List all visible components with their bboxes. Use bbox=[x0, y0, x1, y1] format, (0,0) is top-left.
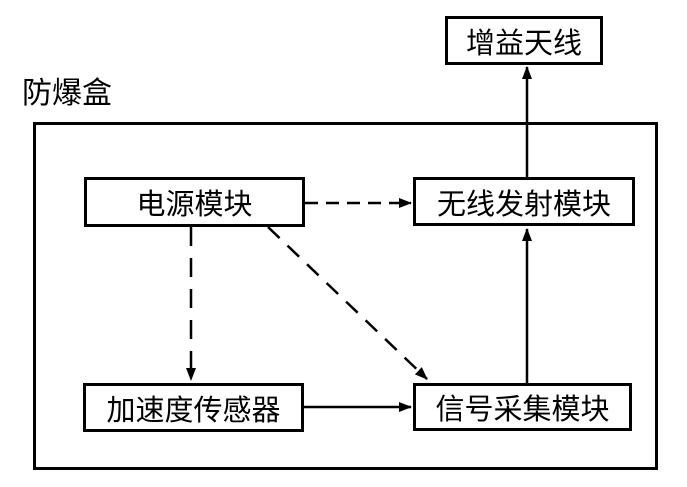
edge-power-to-signal-dashed bbox=[267, 226, 428, 380]
node-gain-antenna: 增益天线 bbox=[445, 16, 603, 65]
node-acceleration-sensor-label: 加速度传感器 bbox=[106, 394, 281, 427]
node-signal-acquisition-module-label: 信号采集模块 bbox=[435, 394, 610, 426]
explosion-proof-box-outline bbox=[33, 122, 658, 470]
node-acceleration-sensor: 加速度传感器 bbox=[83, 383, 304, 432]
node-wireless-transmit-module-label: 无线发射模块 bbox=[436, 188, 611, 221]
node-wireless-transmit-module: 无线发射模块 bbox=[413, 177, 635, 226]
node-signal-acquisition-module: 信号采集模块 bbox=[413, 383, 632, 431]
container-label: 防爆盒 bbox=[22, 77, 112, 110]
node-power-module: 电源模块 bbox=[84, 177, 305, 227]
node-power-module-label: 电源模块 bbox=[136, 189, 253, 221]
node-gain-antenna-label: 增益天线 bbox=[465, 27, 582, 60]
